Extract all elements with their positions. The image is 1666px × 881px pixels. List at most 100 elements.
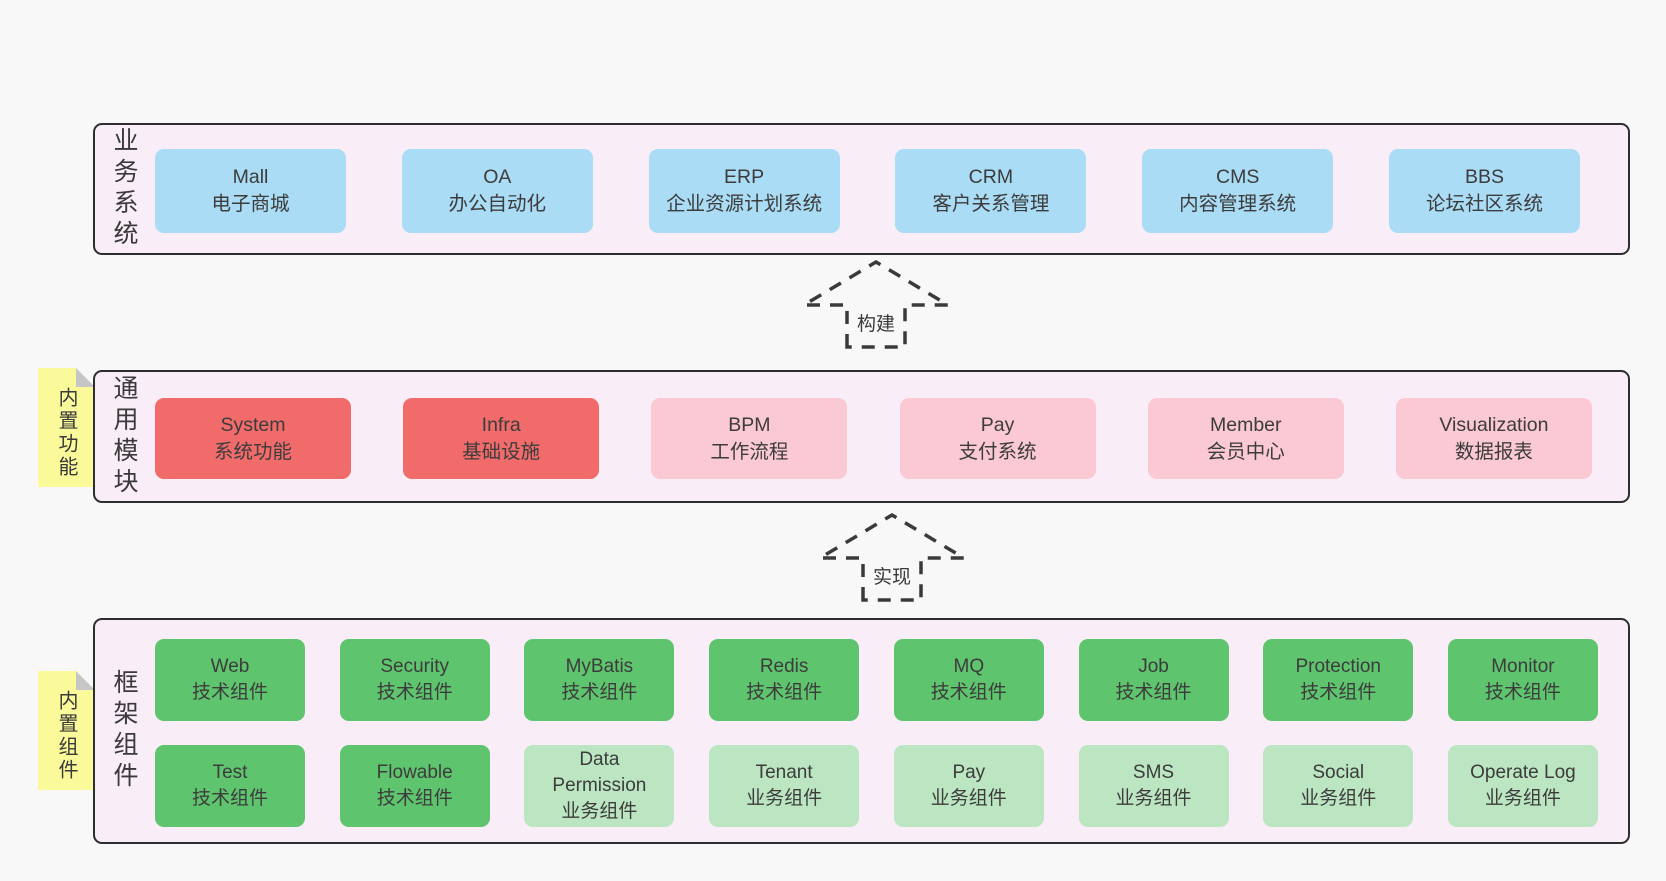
node-tenant: Tenant 业务组件 bbox=[709, 745, 860, 827]
node-security: Security 技术组件 bbox=[339, 639, 490, 721]
node-title: Visualization bbox=[1439, 413, 1549, 436]
business-systems-row: Mall 电子商城 OA 办公自动化 ERP 企业资源计划系统 CRM 客户关系… bbox=[155, 149, 1580, 233]
node-operate-log: Operate Log 业务组件 bbox=[1447, 745, 1598, 827]
node-subtitle: 技术组件 bbox=[1115, 682, 1192, 703]
node-subtitle: 业务组件 bbox=[930, 788, 1007, 809]
node-cms: CMS 内容管理系统 bbox=[1142, 149, 1334, 233]
node-social: Social 业务组件 bbox=[1263, 745, 1414, 827]
layer-framework-components: 框架组件 Web 技术组件 Security 技术组件 MyBatis 技术组件… bbox=[93, 618, 1630, 844]
node-subtitle: 业务组件 bbox=[1484, 788, 1561, 809]
sticky-text: 内置功能 bbox=[55, 386, 77, 479]
up-arrow-icon bbox=[801, 259, 951, 349]
node-test: Test 技术组件 bbox=[155, 745, 305, 827]
node-title: Mall bbox=[232, 166, 269, 188]
framework-components-row-1: Web 技术组件 Security 技术组件 MyBatis 技术组件 Redi… bbox=[155, 639, 1598, 721]
node-subtitle: 技术组件 bbox=[746, 682, 823, 703]
node-infra: Infra 基础设施 bbox=[403, 398, 600, 479]
node-subtitle: 技术组件 bbox=[930, 682, 1007, 703]
layer-business-systems: 业务系统 Mall 电子商城 OA 办公自动化 ERP 企业资源计划系统 CRM… bbox=[93, 123, 1630, 255]
node-job: Job 技术组件 bbox=[1078, 639, 1229, 721]
node-subtitle: 企业资源计划系统 bbox=[666, 193, 823, 215]
build-arrow-label: 构建 bbox=[853, 309, 899, 336]
node-title: Social bbox=[1312, 762, 1365, 783]
node-title: Security bbox=[380, 656, 450, 677]
node-title: Redis bbox=[759, 656, 809, 677]
node-title: Infra bbox=[481, 413, 521, 436]
node-subtitle: 客户关系管理 bbox=[932, 193, 1050, 215]
node-subtitle: 业务组件 bbox=[561, 801, 638, 822]
node-title: System bbox=[220, 413, 286, 436]
node-subtitle: 技术组件 bbox=[561, 682, 638, 703]
node-protection: Protection 技术组件 bbox=[1263, 639, 1414, 721]
common-modules-row: System 系统功能 Infra 基础设施 BPM 工作流程 Pay 支付系统… bbox=[155, 398, 1592, 479]
node-subtitle: 业务组件 bbox=[746, 788, 823, 809]
node-title: Job bbox=[1138, 656, 1169, 677]
framework-components-label: 框架组件 bbox=[110, 669, 138, 793]
node-title: MyBatis bbox=[565, 656, 634, 677]
node-mall: Mall 电子商城 bbox=[155, 149, 346, 233]
node-title: Monitor bbox=[1491, 656, 1555, 677]
common-modules-label: 通用模块 bbox=[110, 374, 138, 499]
node-data-permission: Data Permission 业务组件 bbox=[524, 745, 675, 827]
node-title: BPM bbox=[728, 413, 771, 436]
node-mybatis: MyBatis 技术组件 bbox=[524, 639, 675, 721]
node-subtitle: 技术组件 bbox=[376, 788, 453, 809]
node-subtitle: 工作流程 bbox=[710, 440, 789, 463]
node-visualization: Visualization 数据报表 bbox=[1395, 398, 1592, 479]
node-subtitle: 基础设施 bbox=[462, 440, 541, 463]
node-web: Web 技术组件 bbox=[155, 639, 305, 721]
node-subtitle: 办公自动化 bbox=[448, 193, 547, 215]
node-title: SMS bbox=[1132, 762, 1175, 783]
sticky-built-in-features: 内置功能 bbox=[38, 368, 95, 487]
node-erp: ERP 企业资源计划系统 bbox=[648, 149, 840, 233]
node-subtitle: 业务组件 bbox=[1115, 788, 1192, 809]
node-crm: CRM 客户关系管理 bbox=[895, 149, 1087, 233]
node-title: Data Permission bbox=[552, 749, 647, 796]
node-title: Pay bbox=[952, 762, 986, 783]
up-arrow-icon bbox=[817, 512, 967, 602]
node-subtitle: 技术组件 bbox=[191, 788, 268, 809]
node-subtitle: 会员中心 bbox=[1206, 440, 1285, 463]
node-subtitle: 技术组件 bbox=[1484, 682, 1561, 703]
node-title: MQ bbox=[953, 656, 985, 677]
node-subtitle: 电子商城 bbox=[211, 193, 290, 215]
node-pay-module: Pay 支付系统 bbox=[899, 398, 1096, 479]
node-subtitle: 业务组件 bbox=[1300, 788, 1377, 809]
node-title: Operate Log bbox=[1470, 762, 1576, 783]
node-subtitle: 技术组件 bbox=[376, 682, 453, 703]
node-pay-component: Pay 业务组件 bbox=[893, 745, 1044, 827]
build-arrow: 构建 bbox=[801, 259, 951, 349]
node-redis: Redis 技术组件 bbox=[709, 639, 860, 721]
node-title: Pay bbox=[980, 413, 1015, 436]
node-title: OA bbox=[483, 166, 512, 188]
framework-components-row-2: Test 技术组件 Flowable 技术组件 Data Permission … bbox=[155, 745, 1598, 827]
node-title: Protection bbox=[1295, 656, 1381, 677]
node-subtitle: 内容管理系统 bbox=[1179, 193, 1297, 215]
node-title: ERP bbox=[724, 166, 765, 188]
node-oa: OA 办公自动化 bbox=[401, 149, 593, 233]
node-subtitle: 论坛社区系统 bbox=[1425, 193, 1543, 215]
node-title: CMS bbox=[1216, 166, 1260, 188]
node-subtitle: 系统功能 bbox=[213, 440, 292, 463]
node-title: Member bbox=[1209, 413, 1282, 436]
node-subtitle: 技术组件 bbox=[1300, 682, 1377, 703]
business-systems-label: 业务系统 bbox=[110, 127, 138, 251]
node-mq: MQ 技术组件 bbox=[893, 639, 1044, 721]
node-subtitle: 支付系统 bbox=[958, 440, 1037, 463]
node-title: Flowable bbox=[376, 762, 453, 783]
node-monitor: Monitor 技术组件 bbox=[1447, 639, 1598, 721]
implement-arrow-label: 实现 bbox=[869, 562, 915, 589]
node-subtitle: 技术组件 bbox=[191, 682, 268, 703]
sticky-built-in-components: 内置组件 bbox=[38, 671, 95, 790]
node-bpm: BPM 工作流程 bbox=[651, 398, 848, 479]
node-subtitle: 数据报表 bbox=[1454, 440, 1533, 463]
node-title: BBS bbox=[1464, 166, 1504, 188]
node-bbs: BBS 论坛社区系统 bbox=[1388, 149, 1580, 233]
node-title: Tenant bbox=[755, 762, 813, 783]
node-flowable: Flowable 技术组件 bbox=[339, 745, 490, 827]
implement-arrow: 实现 bbox=[817, 512, 967, 602]
node-system: System 系统功能 bbox=[155, 398, 351, 479]
node-title: CRM bbox=[968, 166, 1014, 188]
node-sms: SMS 业务组件 bbox=[1078, 745, 1229, 827]
node-title: Web bbox=[210, 656, 250, 677]
